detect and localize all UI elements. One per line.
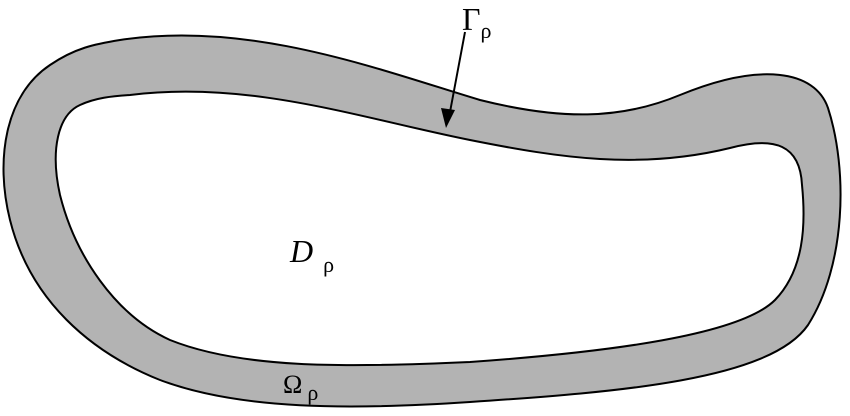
omega-subscript: ρ: [307, 380, 318, 405]
inner-boundary: [54, 90, 805, 367]
domain-symbol: D: [289, 233, 313, 269]
gamma-label: Γρ: [462, 1, 492, 43]
omega-symbol: Ω: [283, 370, 302, 399]
gamma-subscript: ρ: [481, 18, 492, 43]
domain-subscript: ρ: [323, 252, 334, 277]
gamma-symbol: Γ: [462, 1, 481, 37]
gamma-arrow-head: [441, 108, 455, 128]
gamma-arrow-line: [449, 31, 466, 113]
